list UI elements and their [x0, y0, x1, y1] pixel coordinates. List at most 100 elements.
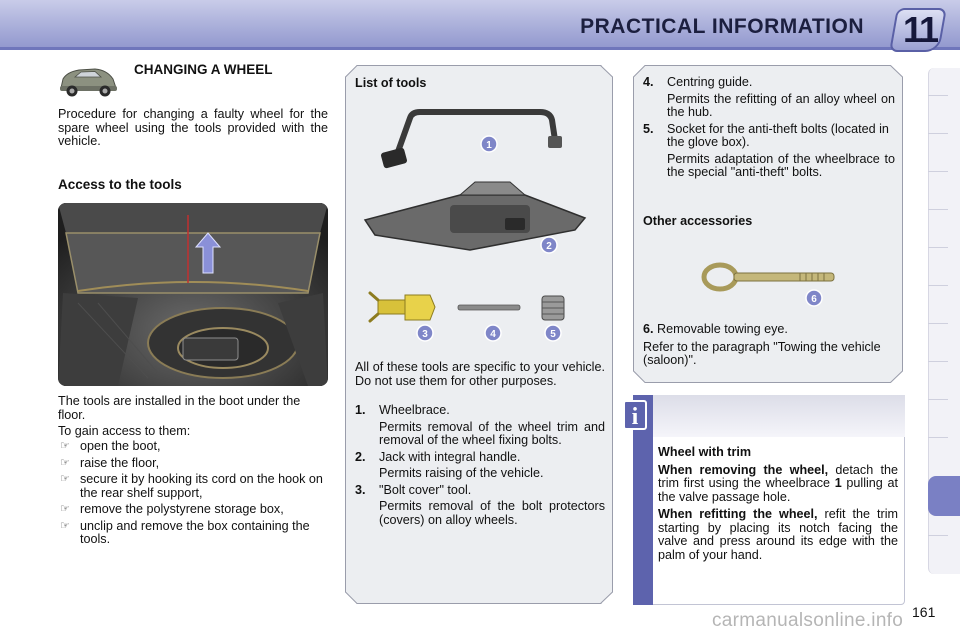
- gain-access-text: To gain access to them:: [58, 424, 191, 438]
- list-item: 1. Wheelbrace.: [355, 403, 605, 418]
- towing-eye-text: 6. Removable towing eye. Refer to the pa…: [643, 322, 895, 368]
- other-accessories-heading: Other accessories: [643, 214, 753, 228]
- active-chapter-tab[interactable]: [928, 476, 960, 516]
- item-name: Wheelbrace.: [379, 403, 450, 417]
- boot-location-text: The tools are installed in the boot unde…: [58, 394, 301, 422]
- pointing-hand-icon: ☞: [60, 519, 70, 532]
- svg-text:3: 3: [422, 329, 428, 340]
- info-icon: i: [623, 400, 647, 430]
- item-description: Permits removal of the bolt protectors (…: [379, 499, 605, 527]
- pointing-hand-icon: ☞: [60, 456, 70, 469]
- tab-divider: [928, 247, 948, 248]
- towing-reference-text: Refer to the paragraph "Towing the vehic…: [643, 339, 881, 367]
- tab-divider: [928, 437, 948, 438]
- callout-marker: 3: [416, 324, 434, 342]
- callout-marker: 5: [544, 324, 562, 342]
- info-removing-paragraph: When removing the wheel, detach the trim…: [658, 462, 898, 505]
- info-title: Wheel with trim: [658, 445, 752, 459]
- wheelbrace-illustration: [381, 109, 562, 169]
- pointing-hand-icon: ☞: [60, 440, 70, 452]
- item-number: 3.: [355, 482, 366, 497]
- tab-divider: [928, 399, 948, 400]
- list-item: 6. Removable towing eye.: [643, 322, 895, 337]
- chapter-number: 11: [902, 9, 939, 50]
- info-panel-header: [653, 395, 905, 437]
- intro-paragraph: Procedure for changing a faulty wheel fo…: [58, 107, 328, 148]
- info-refitting-label: When refitting the wheel,: [658, 507, 818, 521]
- pointing-hand-icon: ☞: [60, 503, 70, 515]
- info-removing-label: When removing the wheel,: [658, 462, 829, 477]
- item-number: 6.: [643, 322, 654, 336]
- page-number: 161: [912, 604, 936, 620]
- callout-marker: 6: [805, 289, 823, 307]
- tab-divider: [928, 535, 948, 536]
- item-description: Permits the refitting of an alloy wheel …: [667, 91, 895, 119]
- list-item: ☞ open the boot,: [58, 439, 330, 454]
- step-text: secure it by hooking its cord on the hoo…: [80, 472, 323, 500]
- item-number: 2.: [355, 449, 366, 464]
- list-item: ☞ unclip and remove the box containing th…: [58, 518, 330, 547]
- step-text: unclip and remove the box containing the…: [80, 518, 310, 546]
- towing-eye-illustration: 6: [690, 255, 850, 315]
- centring-guide-illustration: [457, 304, 521, 311]
- item-name: Jack with integral handle.: [379, 449, 521, 464]
- access-steps-list: ☞ open the boot, ☞ raise the floor, ☞ secur…: [58, 439, 330, 550]
- accessories-list: 4. Centring guide. Permits the refitting…: [643, 75, 895, 183]
- tab-divider: [928, 209, 948, 210]
- item-description: Permits raising of the vehicle.: [379, 466, 544, 480]
- tab-divider: [928, 323, 948, 324]
- svg-text:2: 2: [546, 241, 552, 252]
- list-item: 3. "Bolt cover" tool.: [355, 482, 605, 498]
- item-number: 4.: [643, 75, 654, 89]
- item-name: Centring guide.: [667, 75, 753, 89]
- watermark: carmanualsonline.info: [712, 610, 904, 631]
- header-band: [0, 0, 960, 50]
- step-text: remove the polystyrene storage box,: [80, 502, 284, 516]
- svg-text:5: 5: [550, 329, 556, 340]
- info-tool-number: 1: [834, 476, 842, 490]
- item-name: "Bolt cover" tool.: [379, 482, 472, 497]
- tools-list: 1. Wheelbrace. Permits removal of the wh…: [355, 403, 605, 530]
- list-item: ☞ raise the floor,: [58, 455, 330, 471]
- section-title: PRACTICAL INFORMATION: [580, 15, 864, 38]
- tools-heading: List of tools: [355, 76, 427, 90]
- svg-text:4: 4: [490, 329, 496, 340]
- tab-divider: [928, 171, 948, 172]
- item-name: Removable towing eye.: [657, 322, 788, 336]
- tools-intro: All of these tools are specific to your …: [355, 360, 605, 388]
- info-removing-text: detach the trim first using the wheelbra…: [658, 462, 898, 490]
- tab-divider: [928, 133, 948, 134]
- svg-text:1: 1: [486, 140, 492, 151]
- accessories-panel-border: [633, 65, 903, 383]
- step-text: raise the floor,: [80, 455, 160, 470]
- item-name: Socket for the anti-theft bolts (located…: [667, 121, 889, 149]
- boot-floor-photo: [58, 203, 328, 386]
- info-refitting-text: refit the trim starting by placing its n…: [658, 507, 899, 562]
- access-heading: Access to the tools: [58, 177, 182, 192]
- list-item: 5. Socket for the anti-theft bolts (loca…: [643, 121, 895, 150]
- list-item: 4. Centring guide.: [643, 75, 895, 90]
- tools-panel-border: [345, 65, 613, 604]
- callout-marker: 2: [540, 236, 558, 254]
- tab-divider: [928, 285, 948, 286]
- chapter-heading: CHANGING A WHEEL: [134, 62, 273, 77]
- callout-marker: 1: [480, 135, 498, 153]
- step-text: open the boot,: [80, 439, 161, 453]
- info-panel-sidebar: [633, 395, 653, 605]
- bolt-cover-tool-illustration: [368, 291, 436, 323]
- tab-divider: [928, 361, 948, 362]
- info-refitting-paragraph: When refitting the wheel, refit the trim…: [658, 507, 899, 562]
- callout-marker: 4: [484, 324, 502, 342]
- jack-illustration: [363, 181, 587, 251]
- car-icon: [55, 62, 121, 100]
- tab-divider: [928, 95, 948, 96]
- info-removing-text: pulling at the valve passage hole.: [658, 476, 898, 504]
- item-description: Permits adaptation of the wheelbrace to …: [667, 151, 895, 179]
- item-number: 5.: [643, 121, 654, 136]
- tool-illustrations: 1 2 3 4 5: [350, 100, 610, 355]
- svg-text:6: 6: [811, 294, 817, 305]
- anti-theft-socket-illustration: [541, 295, 565, 321]
- item-number: 1.: [355, 403, 366, 417]
- accessories-panel: [633, 65, 903, 383]
- pointing-hand-icon: ☞: [60, 473, 70, 485]
